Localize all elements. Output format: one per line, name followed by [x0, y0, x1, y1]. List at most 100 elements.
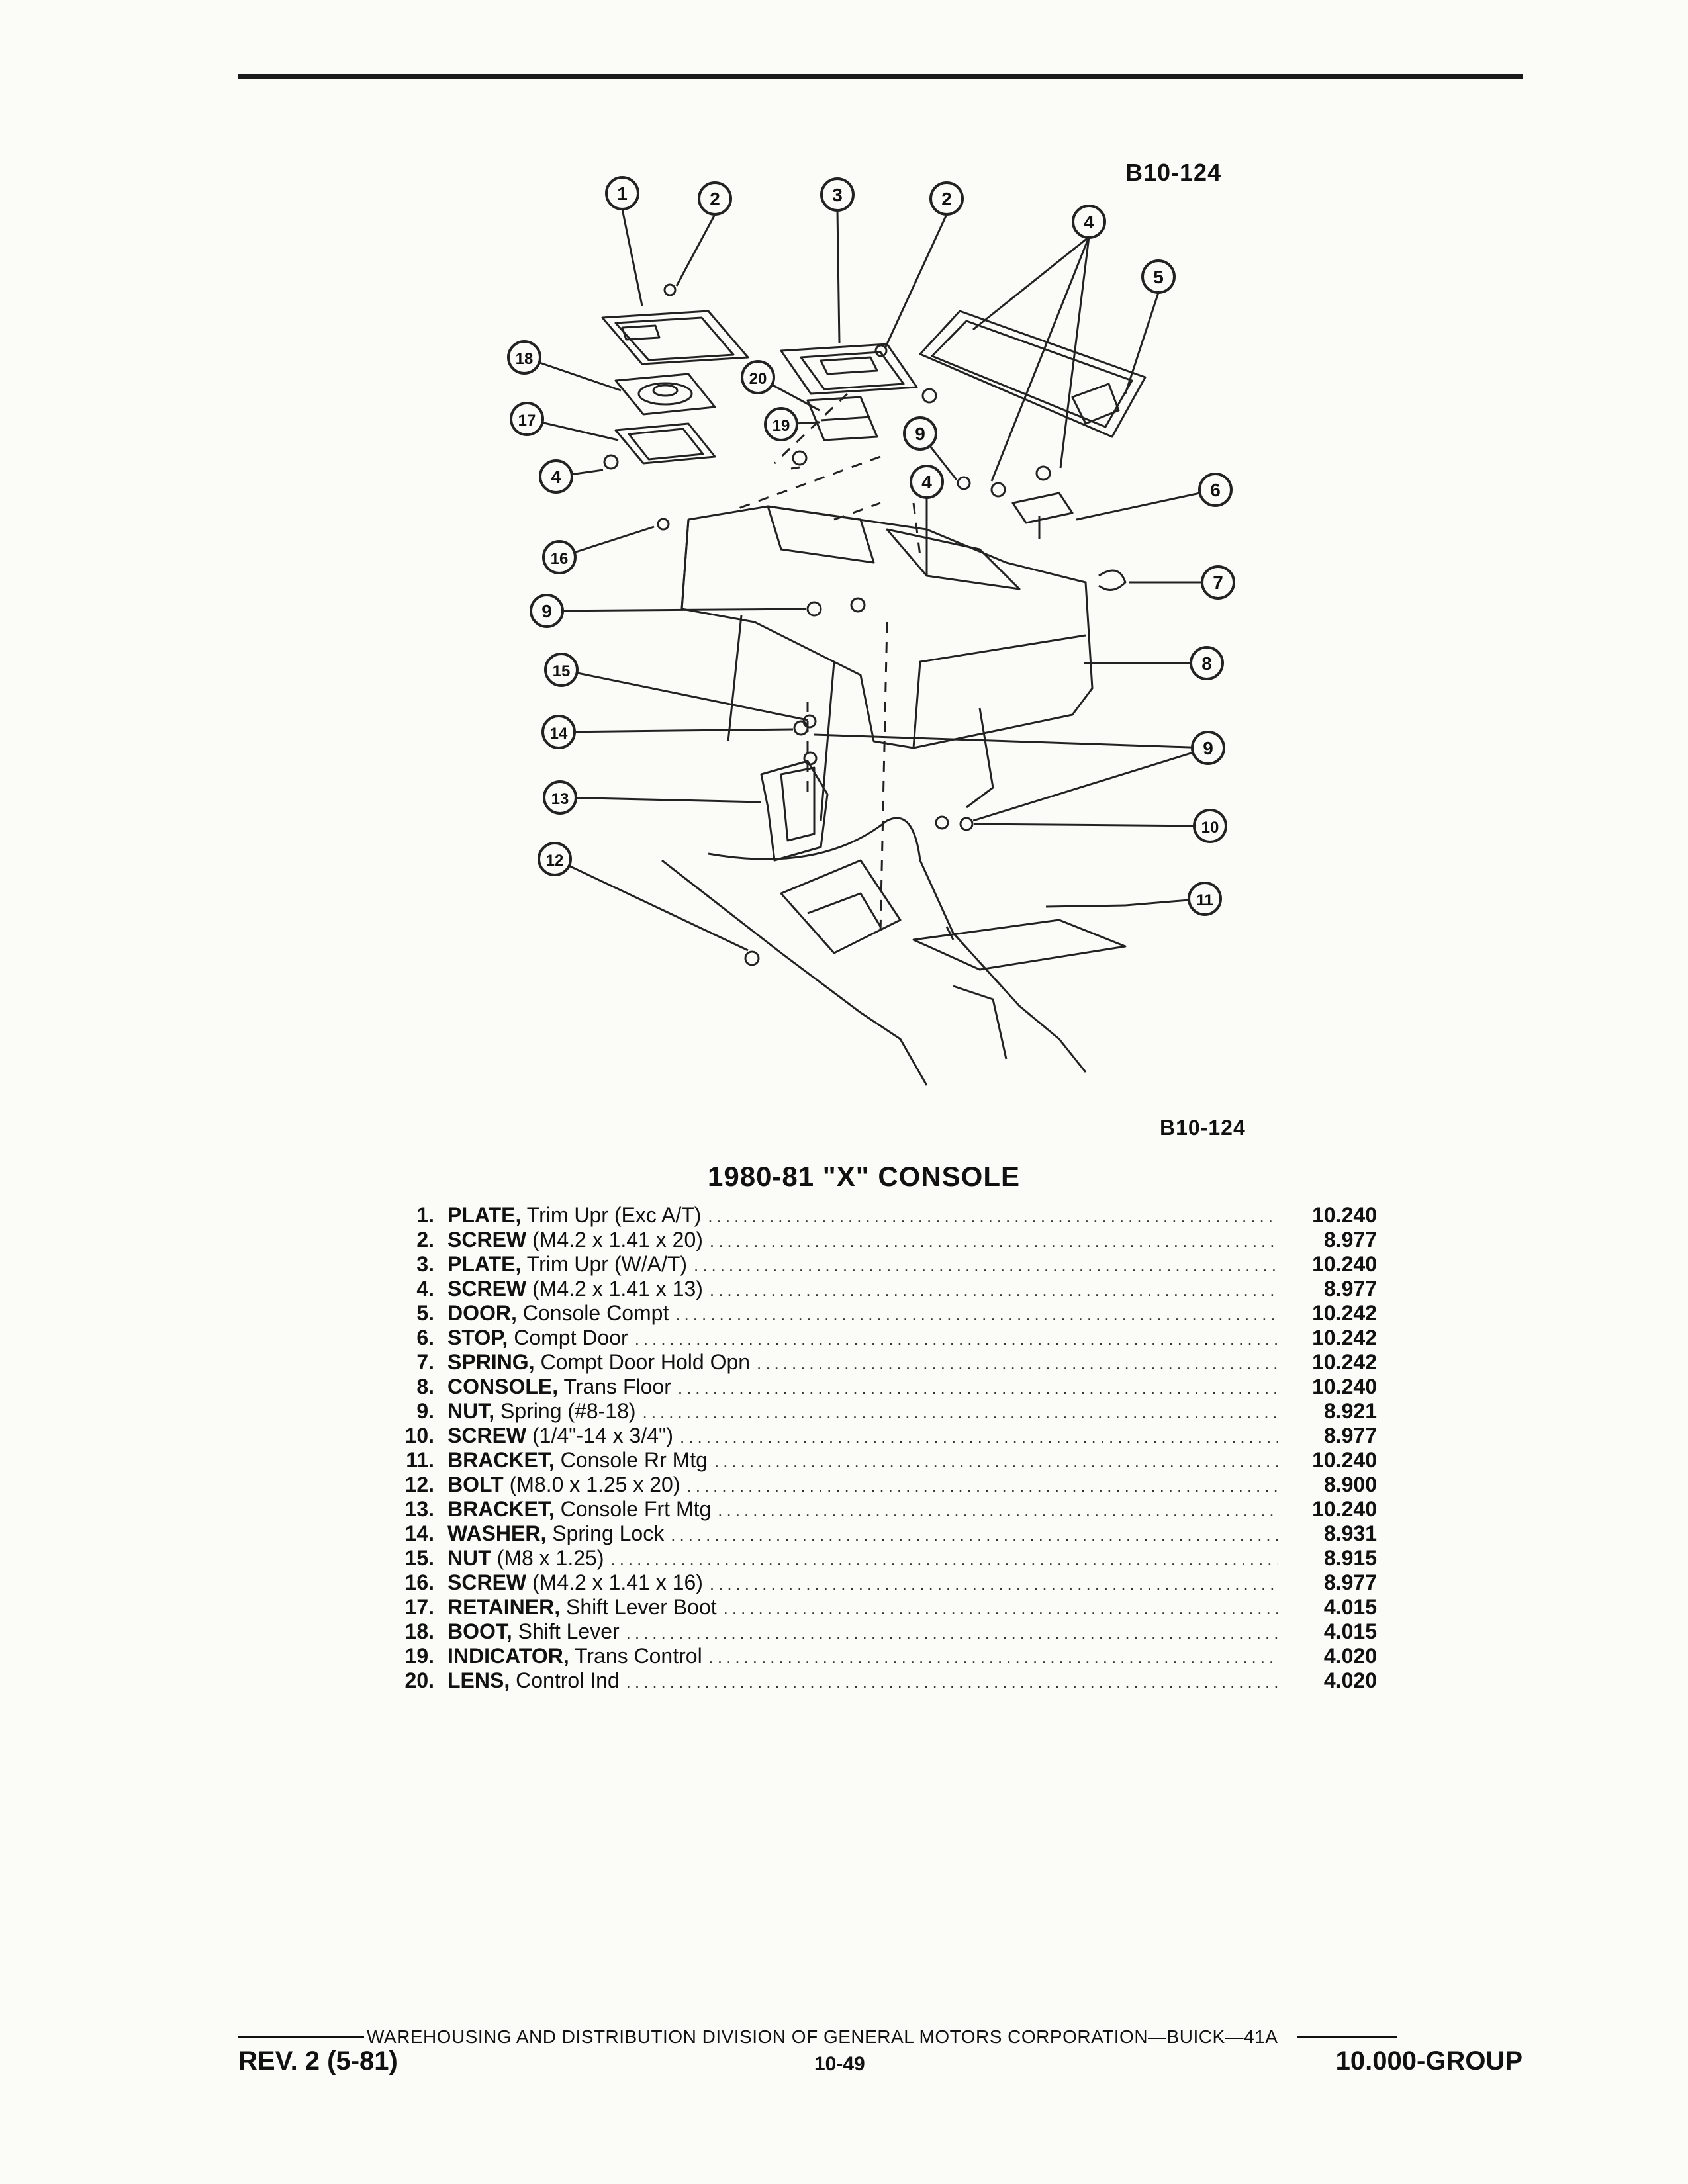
footer-division-line: WAREHOUSING AND DISTRIBUTION DIVISION OF…	[238, 2026, 1523, 2048]
part-group-ref: 8.977	[1323, 1228, 1377, 1251]
fasteners	[603, 283, 1051, 966]
callout-label: 4	[921, 472, 932, 492]
callout-circle: 16	[542, 540, 577, 574]
part-description: (M4.2 x 1.41 x 16)	[526, 1570, 703, 1594]
callout-label: 7	[1213, 572, 1223, 593]
callout-label: 4	[551, 467, 561, 487]
dot-leader: ........................................…	[634, 1329, 1278, 1349]
part-name: RETAINER,	[447, 1595, 561, 1619]
part-name: PLATE,	[447, 1252, 522, 1276]
callout-label: 6	[1210, 480, 1221, 500]
part-number: 4.	[416, 1277, 434, 1300]
parts-list-row: 6.STOP, Compt Door......................…	[371, 1326, 1377, 1350]
compartment-door-stop	[1011, 492, 1074, 539]
callout-circle: 14	[541, 715, 576, 749]
part-description: Shift Lever Boot	[560, 1595, 717, 1619]
part-description: Trim Upr (W/A/T)	[521, 1252, 688, 1276]
callout-circle: 20	[741, 360, 775, 394]
dot-leader: ........................................…	[686, 1476, 1278, 1496]
callout-label: 20	[749, 370, 767, 388]
callout-circle: 6	[1198, 473, 1233, 507]
top-rule	[238, 74, 1523, 79]
footer-division-text: WAREHOUSING AND DISTRIBUTION DIVISION OF…	[367, 2026, 1278, 2047]
callout-label: 18	[516, 350, 534, 368]
part-number: 2.	[416, 1228, 434, 1251]
dot-leader: ........................................…	[708, 1206, 1278, 1226]
callout-label: 14	[550, 725, 568, 743]
part-number: 14.	[404, 1522, 434, 1545]
parts-list-row: 1.PLATE, Trim Upr (Exc A/T).............…	[371, 1203, 1377, 1228]
parts-list-row: 10.SCREW (1/4"-14 x 3/4")...............…	[371, 1424, 1377, 1448]
part-description: Spring Lock	[546, 1522, 665, 1545]
callout-label: 12	[546, 852, 564, 870]
part-name: LENS,	[447, 1668, 510, 1692]
part-description: (M8.0 x 1.25 x 20)	[503, 1473, 680, 1496]
parts-list-row: 19.INDICATOR, Trans Control.............…	[371, 1644, 1377, 1668]
callout-label: 9	[1203, 738, 1213, 758]
part-number: 17.	[404, 1595, 434, 1619]
callout-label: 3	[832, 185, 843, 205]
parts-list-row: 16.SCREW (M4.2 x 1.41 x 16).............…	[371, 1570, 1377, 1595]
callout-circle: 1	[605, 176, 639, 210]
part-group-ref: 10.242	[1312, 1326, 1377, 1349]
parts-list-row: 8.CONSOLE, Trans Floor..................…	[371, 1375, 1377, 1399]
part-number: 16.	[404, 1570, 434, 1594]
part-group-ref: 8.977	[1323, 1570, 1377, 1594]
part-number: 15.	[404, 1546, 434, 1570]
part-number: 1.	[416, 1203, 434, 1227]
trans-control-indicator	[806, 396, 878, 441]
callout-label: 13	[551, 790, 569, 808]
part-group-ref: 8.931	[1323, 1522, 1377, 1545]
part-group-ref: 4.020	[1323, 1668, 1377, 1692]
dot-leader: ........................................…	[677, 1378, 1278, 1398]
part-group-ref: 10.242	[1312, 1301, 1377, 1325]
parts-list-row: 4.SCREW (M4.2 x 1.41 x 13)..............…	[371, 1277, 1377, 1301]
console-rear-mounting-bracket	[912, 919, 1127, 971]
part-group-ref: 4.020	[1323, 1644, 1377, 1668]
leader-lines	[524, 208, 1218, 952]
parts-list-row: 13.BRACKET, Console Frt Mtg.............…	[371, 1497, 1377, 1522]
callout-label: 10	[1201, 819, 1219, 837]
callout-circle: 12	[538, 842, 572, 876]
footer-dash-right	[1297, 2036, 1397, 2038]
part-group-ref: 10.240	[1312, 1497, 1377, 1521]
part-name: INDICATOR,	[447, 1644, 569, 1668]
console-front-mounting-bracket	[760, 760, 829, 862]
part-group-ref: 8.915	[1323, 1546, 1377, 1570]
dot-leader: ........................................…	[714, 1451, 1278, 1471]
callout-circle: 19	[764, 407, 798, 441]
parts-list-row: 14.WASHER, Spring Lock..................…	[371, 1522, 1377, 1546]
part-description: Compt Door Hold Opn	[534, 1350, 751, 1374]
part-number: 11.	[406, 1448, 434, 1472]
part-description: Console Rr Mtg	[554, 1448, 708, 1472]
parts-list: 1. PLATE, Trim Upr (Exc A/T).............…	[371, 1203, 1377, 1693]
part-name: WASHER,	[447, 1522, 547, 1545]
dot-leader: ........................................…	[708, 1647, 1278, 1667]
part-description: Trim Upr (Exc A/T)	[521, 1203, 702, 1227]
callout-circle: 10	[1193, 809, 1227, 843]
parts-list-row: 5.DOOR, Console Compt...................…	[371, 1301, 1377, 1326]
callout-label: 9	[541, 601, 552, 621]
parts-list-row: 9.NUT, Spring (#8-18)...................…	[371, 1399, 1377, 1424]
callout-label: 11	[1196, 891, 1213, 909]
part-number: 13.	[404, 1497, 434, 1521]
figure-code-top: B10-124	[1125, 159, 1222, 186]
callout-circle: 9	[1191, 731, 1225, 765]
part-description: (M4.2 x 1.41 x 13)	[526, 1277, 703, 1300]
footer-dash-left	[238, 2036, 364, 2038]
part-name: DOOR,	[447, 1301, 517, 1325]
part-name: SCREW	[447, 1277, 527, 1300]
part-name: CONSOLE,	[447, 1375, 559, 1398]
part-group-ref: 4.015	[1323, 1619, 1377, 1643]
floor-tunnel	[661, 817, 1087, 1086]
parts-list-row: 15.NUT (M8 x 1.25)......................…	[371, 1546, 1377, 1570]
part-group-ref: 10.242	[1312, 1350, 1377, 1374]
part-number: 10.	[404, 1424, 434, 1447]
part-description: Shift Lever	[512, 1619, 620, 1643]
callout-circle: 2	[929, 181, 964, 216]
callout-circle: 4	[539, 459, 573, 494]
part-number: 19.	[404, 1644, 434, 1668]
part-name: BRACKET,	[447, 1448, 555, 1472]
